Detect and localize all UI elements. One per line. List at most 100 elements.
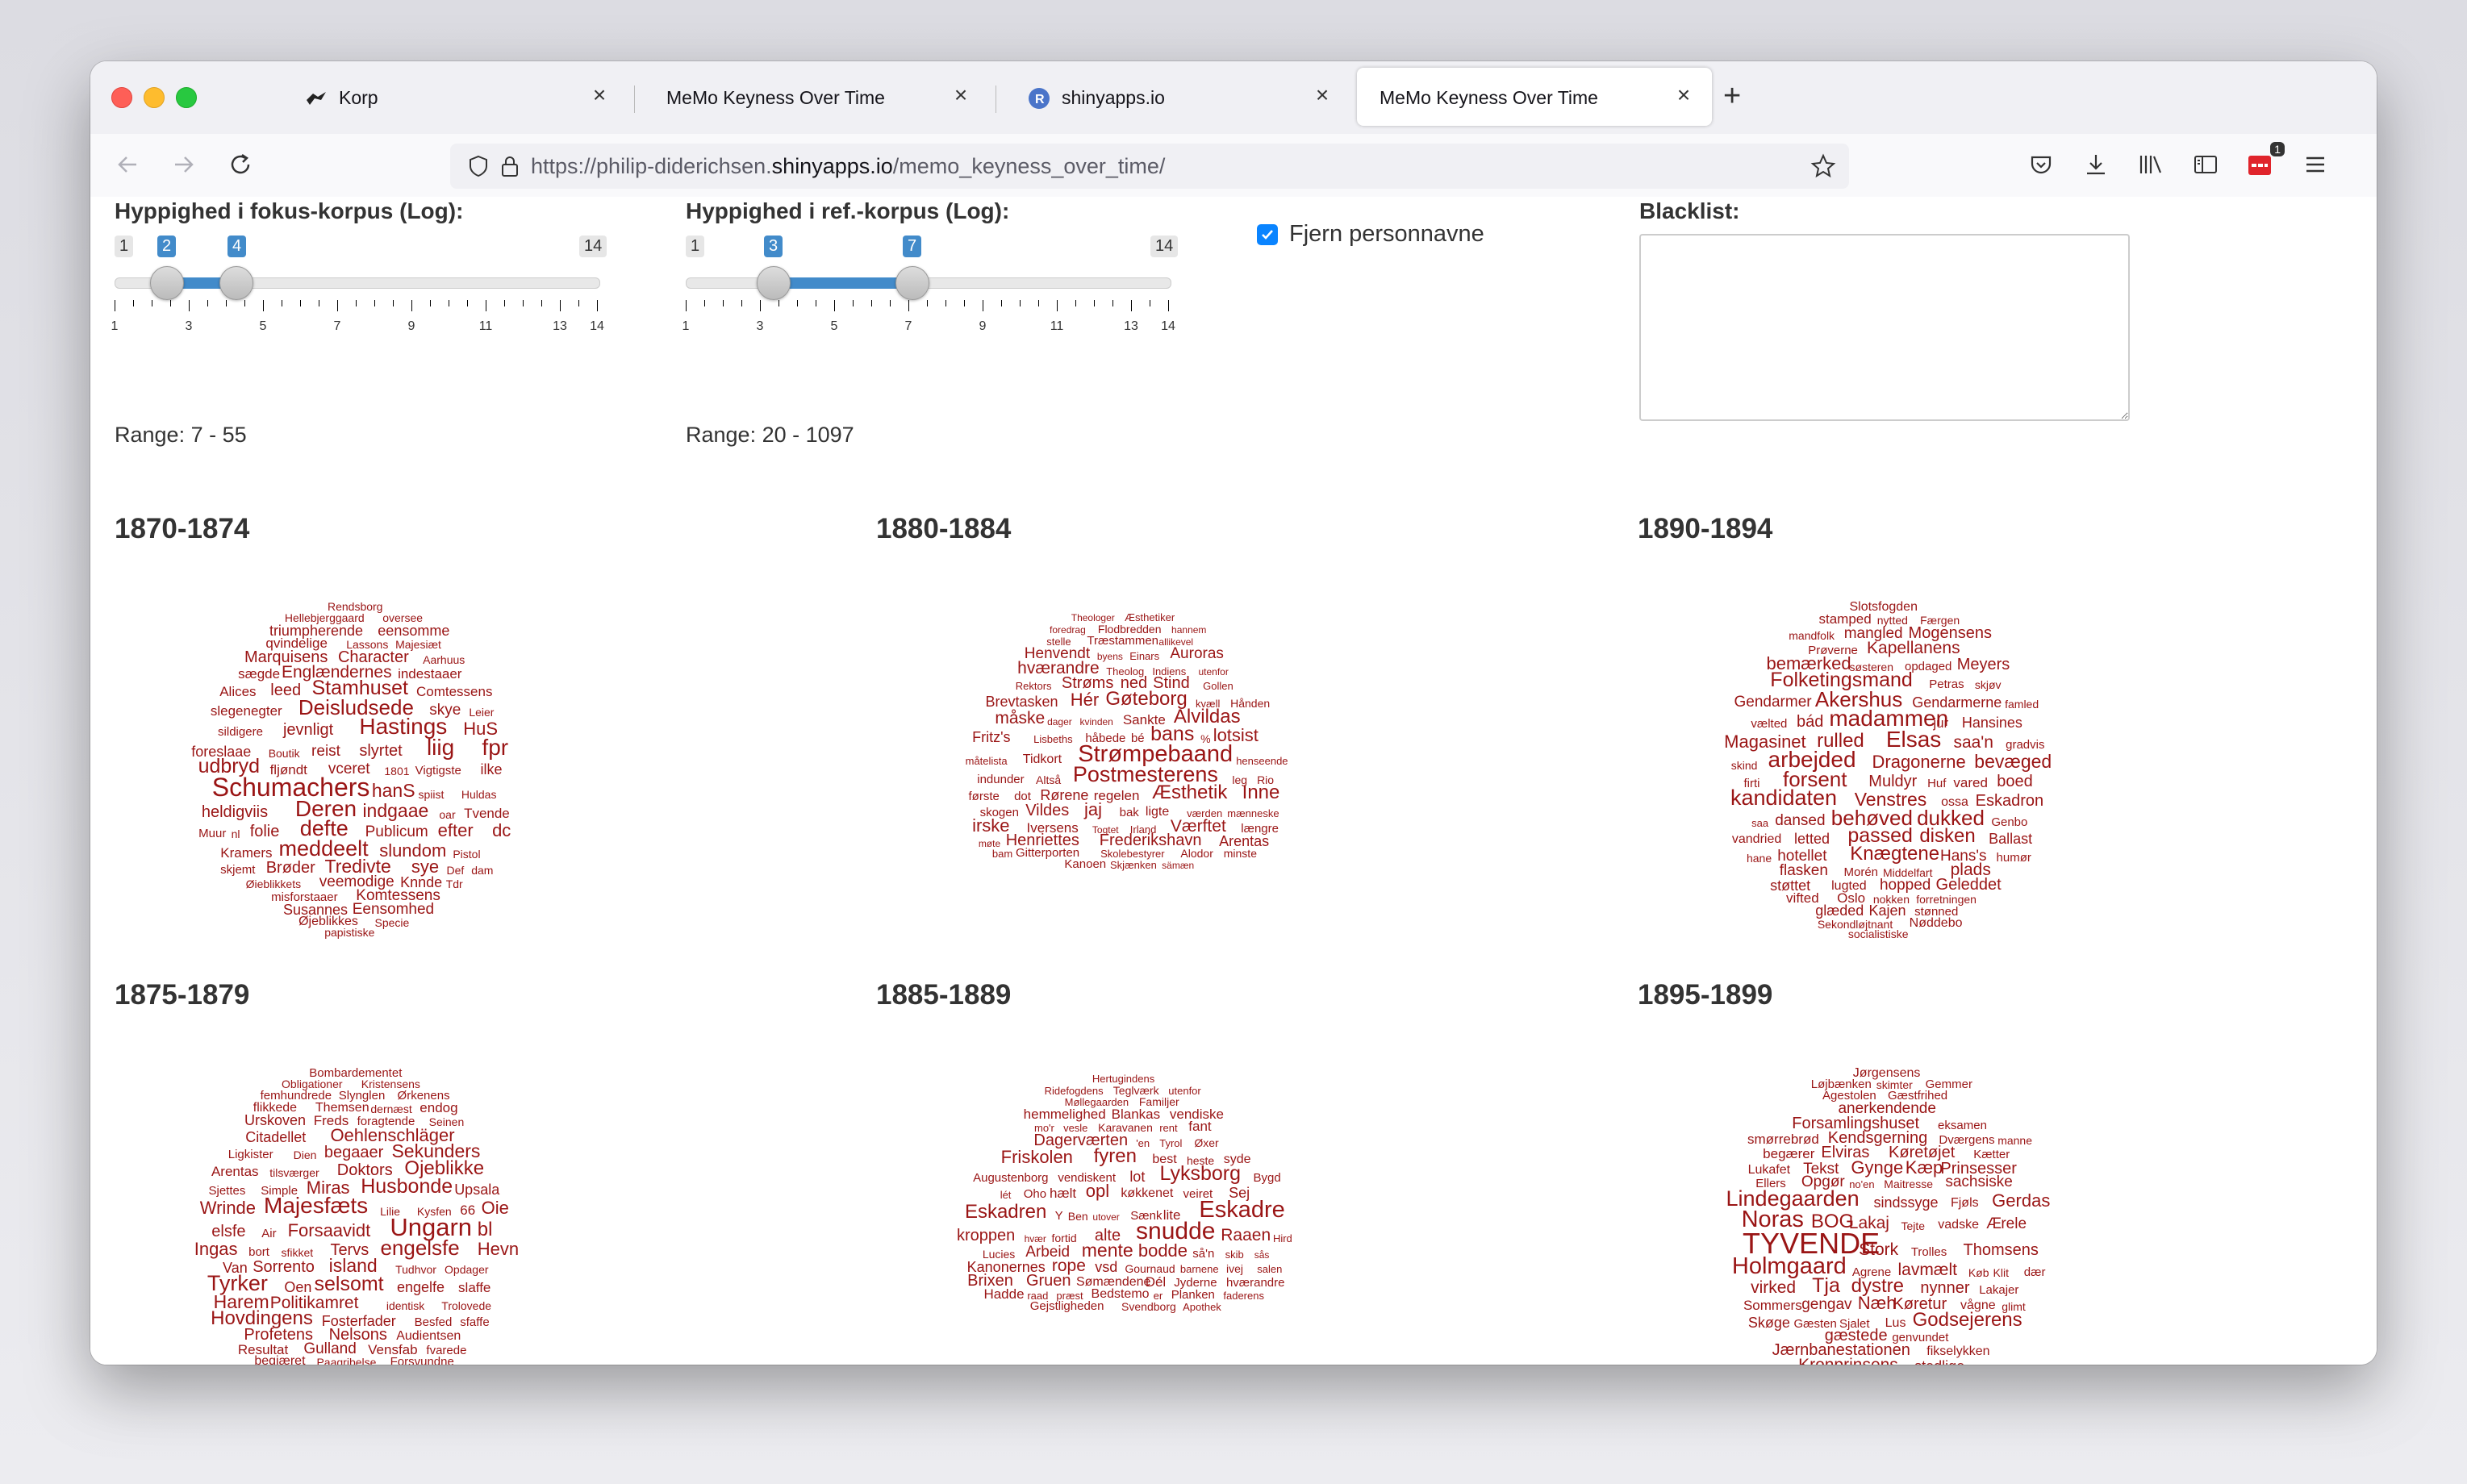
cloud-word: Husbonde <box>361 1174 453 1198</box>
cloud-word: Leier <box>469 705 495 719</box>
url-text[interactable]: https://philip-diderichsen.shinyapps.io/… <box>531 154 1165 179</box>
cloud-word: papistiske <box>324 926 375 940</box>
cloud-word: Fritz's <box>972 729 1011 746</box>
slider-from-handle[interactable] <box>757 266 791 300</box>
cloud-word: fpr <box>482 734 509 760</box>
slider-tick <box>541 300 542 306</box>
slider-from-handle[interactable] <box>150 266 184 300</box>
slider-tick <box>834 300 835 311</box>
pocket-icon[interactable] <box>2025 148 2057 181</box>
cloud-word: Slotsfogden <box>1849 600 1918 614</box>
cloud-word: Gynge <box>1851 1157 1904 1178</box>
cloud-word: Susannes <box>282 901 348 918</box>
cloud-word: gengav <box>1801 1295 1852 1313</box>
cloud-word: vendiske <box>1169 1107 1224 1122</box>
extension-icon[interactable]: 1 <box>2244 142 2285 181</box>
cloud-word: slyrtet <box>359 741 403 760</box>
cloud-word: Godsejerens <box>1912 1308 2022 1331</box>
tab-korp[interactable]: Korp × <box>273 68 628 126</box>
slider-tick-label: 11 <box>1050 319 1064 333</box>
bookmark-star-icon[interactable] <box>1810 153 1836 183</box>
slider-tick <box>704 300 705 306</box>
lock-icon[interactable] <box>500 155 520 181</box>
reload-icon[interactable] <box>224 148 257 181</box>
slider-tick-label: 5 <box>830 319 838 333</box>
cloud-word: Køb <box>1968 1266 1989 1280</box>
window-close-button[interactable] <box>111 87 132 108</box>
cloud-word: veemodige <box>319 873 394 890</box>
cloud-word: Marquisens <box>244 648 328 666</box>
blacklist-input[interactable] <box>1639 234 2130 421</box>
cloud-word: bevæged <box>1974 750 2052 772</box>
cloud-word: Alices <box>219 684 257 700</box>
cloud-word: Oehlenschläger <box>330 1124 455 1145</box>
tab-memo-keyness-1[interactable]: MeMo Keyness Over Time × <box>634 68 989 126</box>
cloud-word: Arentas <box>1219 833 1270 850</box>
window-minimize-button[interactable] <box>144 87 165 108</box>
cloud-word: hværandre <box>1017 659 1100 678</box>
cloud-word: Lisbeths <box>1033 733 1073 746</box>
slider-to-handle[interactable] <box>219 266 253 300</box>
cloud-word: Karavanen <box>1098 1121 1153 1135</box>
blacklist-label: Blacklist: <box>1639 198 1740 223</box>
cloud-word: skye <box>429 701 461 719</box>
cloud-word: Apothek <box>1183 1300 1221 1313</box>
cloud-word: Æsthetik <box>1151 782 1228 804</box>
slider-to-handle[interactable] <box>895 266 929 300</box>
shield-icon[interactable] <box>468 155 489 181</box>
cloud-word: Kajen <box>1868 902 1906 919</box>
cloud-word: bé <box>1130 732 1145 746</box>
cloud-word: Paagribelse <box>316 1356 377 1365</box>
remove-names-label[interactable]: Fjern personnavne <box>1289 221 1484 247</box>
back-icon[interactable] <box>111 148 144 181</box>
close-icon[interactable]: × <box>1676 82 1691 107</box>
cloud-word: Kanonernes <box>966 1259 1046 1276</box>
cloud-word: bemærked <box>1766 652 1851 673</box>
cloud-word: leg <box>1232 773 1248 786</box>
forward-icon[interactable] <box>168 148 200 181</box>
slider-tick-label: 3 <box>756 319 764 333</box>
cloud-word: Venstres <box>1854 789 1927 811</box>
sidebar-icon[interactable] <box>2189 148 2222 181</box>
cloud-word: henseende <box>1236 754 1288 767</box>
slider-tick <box>133 300 134 306</box>
url-bar[interactable]: https://philip-diderichsen.shinyapps.io/… <box>450 144 1849 189</box>
cloud-word: Def <box>446 863 465 877</box>
close-icon[interactable]: × <box>592 82 607 107</box>
cloud-word: Resultat <box>237 1341 289 1357</box>
cloud-word: indestaaer <box>398 665 462 682</box>
download-icon[interactable] <box>2080 148 2112 181</box>
cloud-word: Vensfab <box>368 1341 418 1357</box>
cloud-word: fant <box>1188 1119 1212 1135</box>
remove-names-checkbox[interactable] <box>1257 224 1278 245</box>
close-icon[interactable]: × <box>1315 82 1330 107</box>
window-maximize-button[interactable] <box>176 87 197 108</box>
menu-icon[interactable] <box>2299 148 2331 181</box>
slider-tick <box>1075 300 1076 306</box>
cloud-word: smørrebrød <box>1747 1131 1819 1147</box>
cloud-word: ilke <box>480 761 503 777</box>
cloud-word: utover <box>1092 1211 1120 1223</box>
cloud-word: Kanoen <box>1064 857 1107 872</box>
cloud-word: Brevtasken <box>985 694 1058 710</box>
cloud-word: fikselykken <box>1926 1344 1990 1359</box>
tab-memo-keyness-active[interactable]: MeMo Keyness Over Time × <box>1357 68 1712 126</box>
new-tab-button[interactable]: + <box>1723 79 1742 113</box>
close-icon[interactable]: × <box>954 82 968 107</box>
cloud-word: alte <box>1094 1226 1121 1244</box>
cloud-word: rope <box>1051 1257 1086 1276</box>
cloud-word: vsd <box>1095 1259 1118 1276</box>
cloud-word: Gitterporten <box>1015 846 1080 861</box>
cloud-word: Jyderne <box>1174 1276 1217 1290</box>
cloud-word: Majesfæts <box>264 1193 369 1219</box>
tab-shinyapps[interactable]: R shinyapps.io × <box>996 68 1350 126</box>
cloud-word: Tyrol <box>1159 1136 1183 1149</box>
cloud-word: disken <box>1919 825 1976 847</box>
cloud-word: hværandre <box>1225 1276 1285 1290</box>
slider-tick <box>244 300 245 306</box>
cloud-word: Tervs <box>330 1241 369 1260</box>
library-icon[interactable] <box>2135 148 2167 181</box>
